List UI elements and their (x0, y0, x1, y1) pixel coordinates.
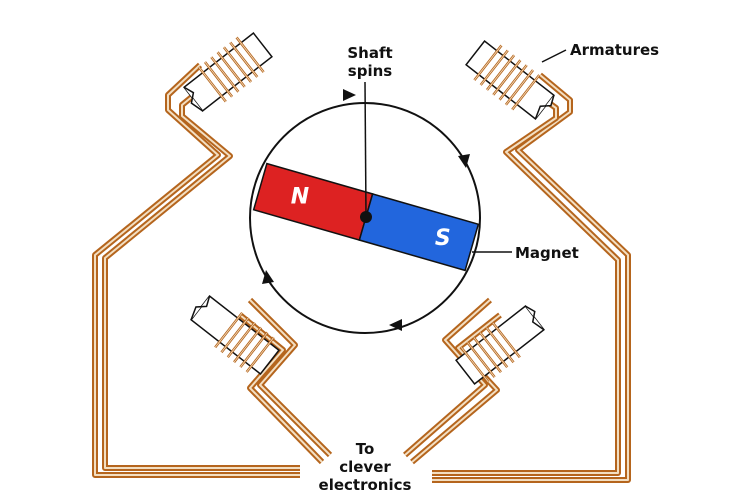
arrow-top (343, 89, 356, 101)
rotation-arrows (262, 89, 470, 331)
magnet-label: Magnet (515, 244, 579, 262)
electronics-label-line-2: clever (339, 458, 391, 476)
arrow-bottom (389, 319, 402, 331)
wire-top-left (92, 62, 300, 478)
armature-bottom-left (190, 295, 280, 375)
arrow-left (262, 270, 274, 284)
wires (92, 62, 631, 483)
armatures-leader-line (541, 49, 567, 63)
magnet-north (252, 162, 374, 241)
electronics-label-line-3: electronics (318, 476, 412, 494)
magnet-north-label: N (291, 185, 309, 210)
wire-top-right (432, 72, 631, 483)
magnet-south (358, 193, 480, 272)
wire-bottom-right (403, 297, 502, 465)
shaft-spins-label: Shaft spins (330, 44, 410, 80)
shaft-label-line-2: spins (347, 62, 393, 80)
to-clever-electronics-label: To clever electronics (300, 440, 430, 494)
magnet: N S (252, 162, 480, 272)
electronics-label-line-1: To (355, 440, 375, 458)
wire-bottom-left (238, 297, 333, 465)
shaft (360, 211, 372, 223)
armature-bottom-right (455, 305, 545, 385)
shaft-leader-line (364, 81, 367, 216)
shaft-label-line-1: Shaft (347, 44, 393, 62)
magnet-south-label: S (435, 226, 451, 251)
armature-top-right (465, 40, 555, 120)
arrow-right (458, 154, 470, 168)
armature-top-left (183, 32, 273, 112)
armatures-label: Armatures (570, 41, 660, 59)
